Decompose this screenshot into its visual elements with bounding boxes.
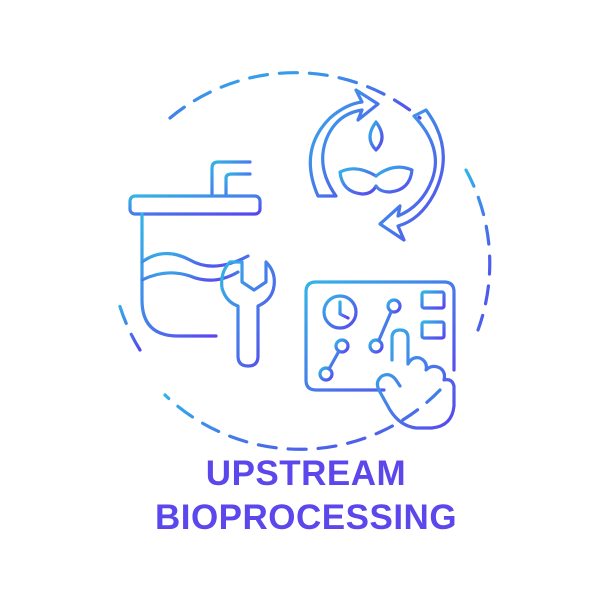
dashed-ring [116,71,492,451]
caption-line-1: UPSTREAM [205,454,407,493]
line-graph-icon [318,298,402,382]
recycle-arrows-icon [308,88,445,242]
control-panel-icon [304,280,456,392]
clock-icon [322,294,358,330]
plant-icon [338,120,414,222]
caption-line-2: BIOPROCESSING [154,498,458,537]
bioreactor-icon [128,138,262,354]
caption: UPSTREAM BIOPROCESSING [0,452,612,540]
wrench-icon [220,260,276,368]
pointing-hand-icon [375,328,456,430]
